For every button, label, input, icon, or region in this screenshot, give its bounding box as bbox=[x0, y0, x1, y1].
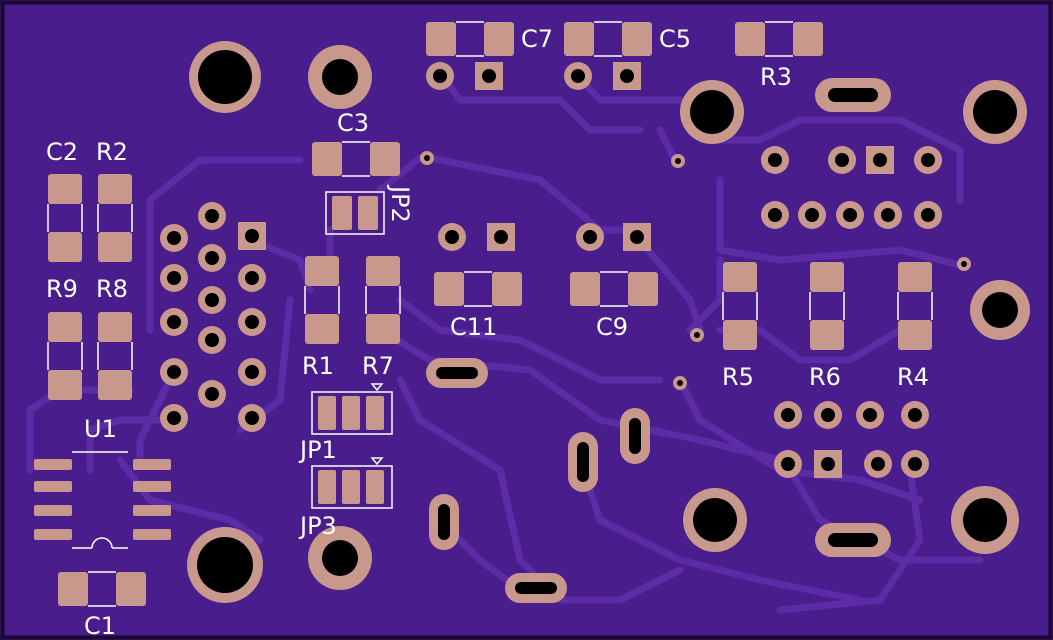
label-c1: C1 bbox=[84, 612, 116, 640]
label-r2: R2 bbox=[96, 138, 128, 166]
label-r5: R5 bbox=[722, 363, 754, 391]
mounting-holes bbox=[187, 41, 1030, 603]
connector-pad bbox=[238, 222, 266, 250]
header-pad bbox=[901, 401, 929, 429]
connector-pad bbox=[238, 358, 266, 386]
connector-pad bbox=[238, 404, 266, 432]
connector-pad bbox=[160, 358, 188, 386]
header-pad bbox=[836, 201, 864, 229]
label-c11: C11 bbox=[450, 313, 497, 341]
slotted-holes bbox=[426, 78, 891, 603]
label-c2: C2 bbox=[46, 138, 78, 166]
connector-pad bbox=[238, 264, 266, 292]
label-r6: R6 bbox=[809, 363, 841, 391]
label-r7: R7 bbox=[362, 352, 394, 380]
silkscreen-labels: C7 C5 R3 C3 C2 R2 JP2 R9 R8 C11 C9 R1 R7… bbox=[46, 25, 929, 640]
connector-pad bbox=[198, 286, 226, 314]
through-hole-pads bbox=[160, 62, 942, 478]
header-pad bbox=[914, 201, 942, 229]
smd-pads bbox=[34, 22, 932, 606]
header-pad bbox=[914, 146, 942, 174]
header-pad bbox=[774, 450, 802, 478]
label-c9: C9 bbox=[596, 313, 628, 341]
label-c3: C3 bbox=[337, 109, 369, 137]
header-pad bbox=[874, 201, 902, 229]
header-pad bbox=[866, 146, 894, 174]
label-c7: C7 bbox=[521, 25, 553, 53]
header-pad bbox=[856, 401, 884, 429]
label-r4: R4 bbox=[897, 363, 929, 391]
header-pad bbox=[814, 450, 842, 478]
header-pad bbox=[864, 450, 892, 478]
connector-pad bbox=[160, 404, 188, 432]
label-r8: R8 bbox=[96, 275, 128, 303]
label-u1: U1 bbox=[84, 415, 117, 443]
header-pad bbox=[761, 146, 789, 174]
connector-pad bbox=[160, 308, 188, 336]
label-jp2: JP2 bbox=[386, 184, 414, 223]
label-r9: R9 bbox=[46, 275, 78, 303]
header-pad bbox=[814, 401, 842, 429]
header-pad bbox=[901, 450, 929, 478]
label-c5: C5 bbox=[659, 25, 691, 53]
connector-pad bbox=[160, 264, 188, 292]
label-r1: R1 bbox=[302, 352, 334, 380]
connector-pad bbox=[160, 224, 188, 252]
header-pad bbox=[798, 201, 826, 229]
connector-pad bbox=[198, 244, 226, 272]
connector-pad bbox=[198, 380, 226, 408]
label-jp3: JP3 bbox=[298, 512, 337, 540]
label-jp1: JP1 bbox=[298, 436, 337, 464]
label-r3: R3 bbox=[760, 63, 792, 91]
silkscreen-outlines bbox=[47, 21, 933, 607]
connector-pad bbox=[198, 326, 226, 354]
connector-pad bbox=[238, 308, 266, 336]
header-pad bbox=[828, 146, 856, 174]
header-pad bbox=[774, 401, 802, 429]
header-pad bbox=[761, 201, 789, 229]
connector-pad bbox=[198, 202, 226, 230]
